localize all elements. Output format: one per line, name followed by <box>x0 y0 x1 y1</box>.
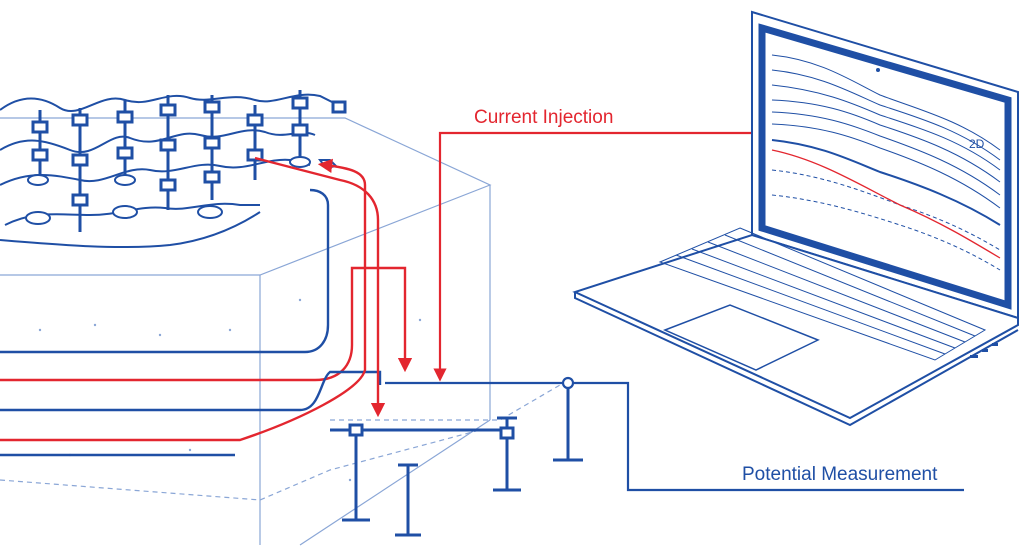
red-cable-feed <box>254 156 386 418</box>
grid-cable-5 <box>0 211 261 249</box>
trackpad <box>663 304 820 371</box>
red-cable-upper <box>0 266 413 382</box>
current-injection-label: Current Injection <box>474 107 614 128</box>
grid-cable-3 <box>0 158 311 186</box>
potential-measurement-label: Potential Measurement <box>742 464 938 485</box>
potential-measurement-line <box>385 376 964 492</box>
laptop-base-front <box>574 292 1019 427</box>
soil-layer-dashed-2 <box>330 384 561 421</box>
laptop-screen <box>758 23 1012 310</box>
screen-mode-label: 2D <box>969 137 985 151</box>
electrode-stakes <box>31 90 347 232</box>
laptop-ports <box>970 343 998 358</box>
measurement-electrodes <box>330 388 583 537</box>
blue-cable-upper <box>0 188 330 354</box>
laptop-base <box>572 233 1019 420</box>
laptop-icon <box>572 10 1019 427</box>
soil-layer-dashed <box>0 429 481 501</box>
keyboard <box>658 227 987 361</box>
subsurface-cables <box>0 156 413 457</box>
soil-block-bottom <box>299 419 491 546</box>
grid-cable-1 <box>0 93 341 113</box>
red-cable-lower <box>0 158 367 442</box>
electrode-pads <box>25 156 339 225</box>
soil-block <box>0 117 561 546</box>
screen-red-trace <box>771 149 1001 259</box>
blue-cable-lower <box>0 370 382 412</box>
